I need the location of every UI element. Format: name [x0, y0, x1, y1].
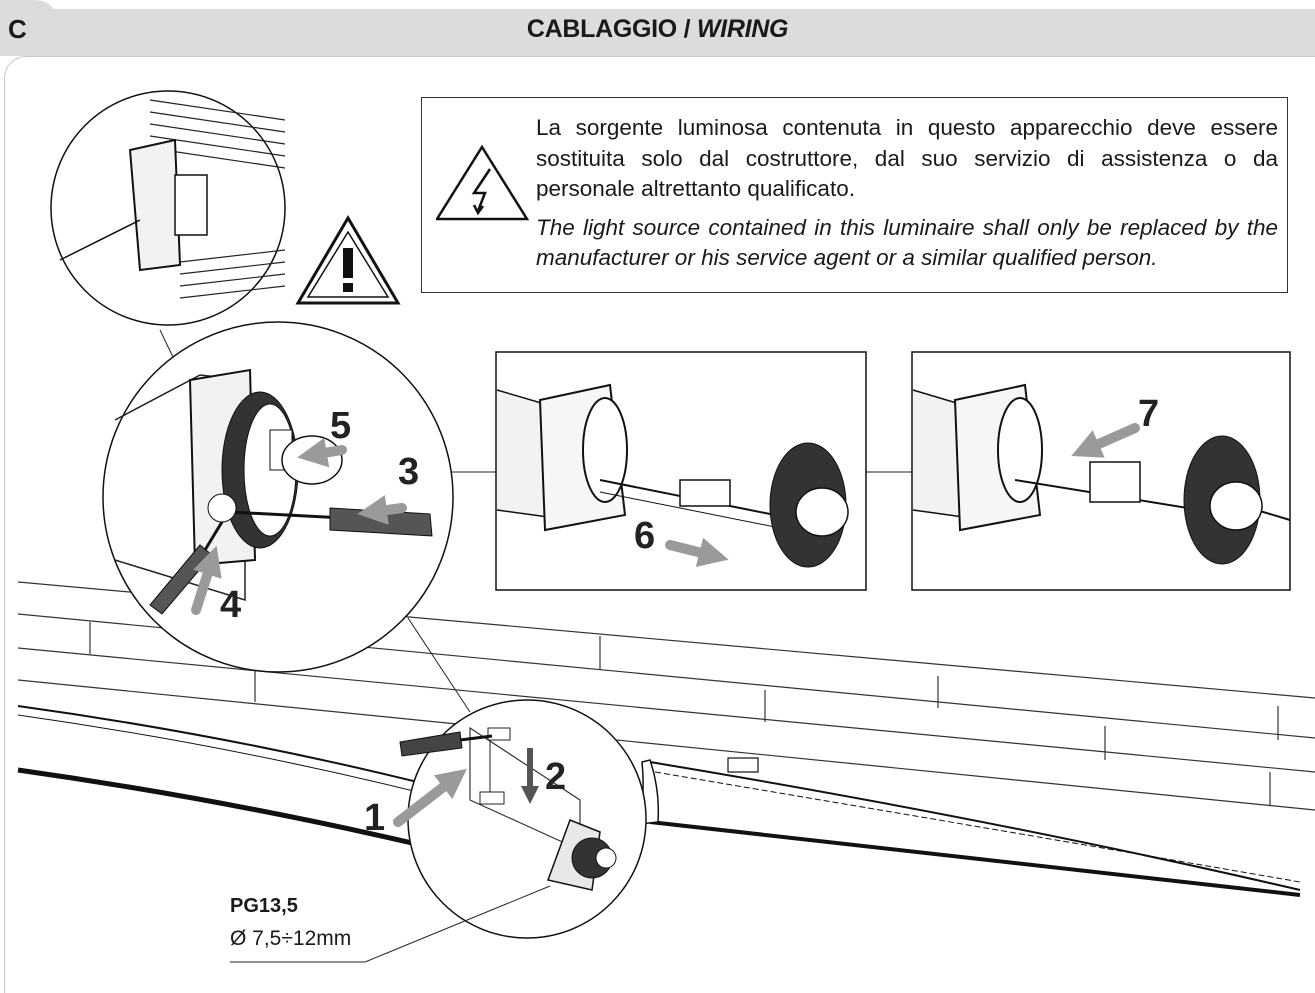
cable-gland-label: PG13,5: [230, 895, 298, 917]
detail-box-step-6: [495, 351, 867, 591]
step-number-1: 1: [364, 797, 385, 839]
header-bar: [0, 9, 1315, 56]
warning-box: La sorgente luminosa contenuta in questo…: [421, 97, 1288, 293]
step-number-5: 5: [330, 405, 351, 447]
page-title: CABLAGGIO / WIRING: [0, 15, 1315, 44]
step-number-3: 3: [398, 451, 419, 493]
electric-hazard-icon: [436, 144, 530, 221]
warning-text-italian: La sorgente luminosa contenuta in questo…: [536, 115, 1278, 201]
detail-circle-pin: [50, 90, 286, 326]
step-number-4: 4: [220, 584, 241, 626]
step-number-6: 6: [634, 515, 655, 557]
title-italian: CABLAGGIO /: [526, 15, 691, 43]
page-frame: [4, 56, 1315, 993]
warning-text-english: The light source contained in this lumin…: [536, 214, 1278, 271]
luminaire-body: [17, 705, 1301, 897]
detail-circle-end-cap: [399, 699, 647, 939]
title-english: WIRING: [696, 15, 789, 43]
step-number-2: 2: [545, 756, 566, 798]
detail-circle-screws: [102, 321, 454, 673]
step-number-7: 7: [1138, 393, 1159, 435]
detail-box-step-7: [911, 351, 1291, 591]
cable-gland-dimension: Ø 7,5÷12mm: [230, 927, 352, 950]
section-letter: C: [8, 14, 27, 44]
general-warning-icon: [295, 215, 401, 305]
motion-arrows: [191, 423, 1140, 827]
